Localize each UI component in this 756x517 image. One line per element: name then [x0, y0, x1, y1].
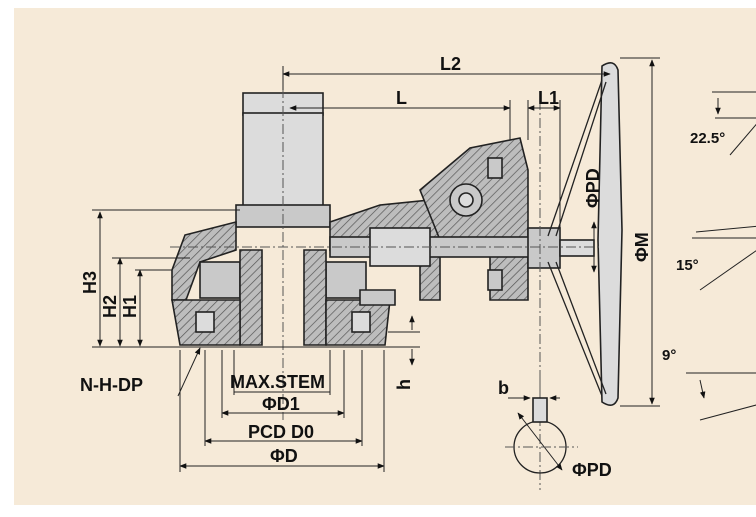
label-angle-22-5: 22.5° [690, 130, 725, 147]
bearing-top [487, 157, 503, 179]
label-phi-pd-key: ΦPD [572, 460, 612, 480]
dimension-lines [92, 57, 660, 472]
handwheel-spoke-bottom [547, 261, 603, 397]
worm-wheel-left [199, 261, 241, 299]
label-l: L [396, 88, 407, 108]
bushing-left [239, 249, 263, 346]
mount-bolt-left [195, 311, 215, 333]
label-b: b [498, 378, 509, 398]
bushing-right [303, 249, 327, 346]
angle-indicators [686, 91, 756, 421]
label-angle-9: 9° [662, 347, 676, 364]
flange-lip [359, 289, 396, 306]
label-h: h [394, 379, 414, 390]
handwheel-spoke-top [547, 79, 603, 237]
bearing-bottom [487, 269, 503, 291]
label-n-h-dp: N-H-DP [80, 375, 143, 395]
handwheel [547, 62, 623, 406]
worm-gear-hub [458, 192, 474, 208]
mount-bolt-right [351, 311, 371, 333]
handwheel-hub [527, 227, 561, 269]
label-l2: L2 [440, 54, 461, 74]
dimension-labels: L2 L L1 ΦPD ΦM H3 H2 H1 h N-H-DP MAX.STE… [80, 54, 725, 480]
label-angle-15: 15° [676, 257, 699, 274]
label-pcd-d0: PCD D0 [248, 422, 314, 442]
label-phi-pd-vertical: ΦPD [583, 168, 603, 208]
keyway-detail [505, 395, 578, 474]
label-max-stem: MAX.STEM [230, 372, 325, 392]
gearbox-body [171, 92, 595, 346]
label-phi-m: ΦM [632, 232, 652, 262]
label-h3: H3 [80, 271, 100, 294]
label-h2: H2 [100, 295, 120, 318]
shaft-end [559, 239, 595, 257]
label-phi-d1: ΦD1 [262, 394, 300, 414]
label-l1: L1 [538, 88, 559, 108]
keyway-slot [532, 397, 548, 423]
handwheel-rim [597, 62, 623, 406]
label-phi-d: ΦD [270, 446, 298, 466]
label-h1: H1 [120, 295, 140, 318]
